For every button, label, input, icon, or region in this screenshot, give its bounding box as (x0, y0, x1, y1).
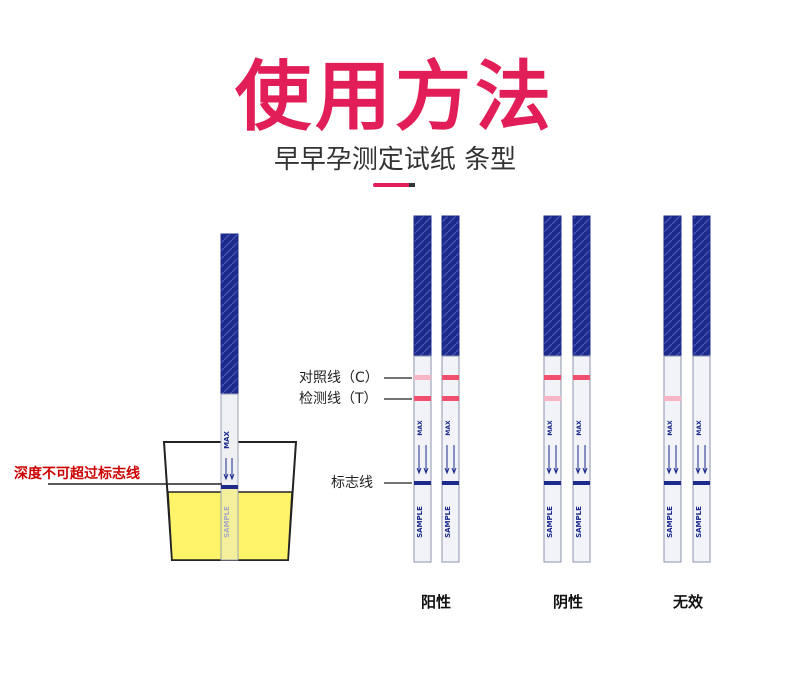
positive-strip-2: MAX SAMPLE (441, 215, 460, 563)
dipping-strip: MAX SAMPLE (220, 233, 239, 561)
invalid-strip-1: MAX SAMPLE (663, 215, 682, 563)
result-invalid-label: 无效 (672, 593, 703, 611)
sample-text: SAMPLE (666, 506, 674, 538)
result-negative-label: 阴性 (552, 593, 583, 611)
test-line (414, 396, 431, 401)
result-strips: MAX SAMPLE MAX SAMPLE MAX SAMPLE (413, 215, 711, 563)
mark-line (693, 481, 710, 485)
mark-line (573, 481, 590, 485)
test-line (442, 396, 459, 401)
max-text: MAX (667, 420, 674, 436)
max-text: MAX (417, 420, 424, 436)
title-accent-bar (373, 183, 415, 187)
sample-text: SAMPLE (575, 506, 583, 538)
mark-line-label: 标志线 (331, 475, 373, 491)
result-positive-label: 阳性 (420, 593, 451, 611)
control-line (414, 375, 431, 380)
invalid-strip-2: MAX SAMPLE (692, 215, 711, 563)
max-text: MAX (696, 420, 703, 436)
sample-text: SAMPLE (223, 506, 231, 538)
negative-strip-1: MAX SAMPLE (543, 215, 562, 563)
mark-line (414, 481, 431, 485)
title-accent-dot (409, 183, 415, 187)
page-subtitle: 早早孕测定试纸 条型 (273, 145, 517, 175)
control-line (573, 375, 590, 380)
control-line-label: 对照线（C） (299, 370, 379, 386)
positive-strip-1: MAX SAMPLE (413, 215, 432, 563)
test-line (544, 396, 561, 401)
max-text: MAX (576, 420, 583, 436)
max-text: MAX (223, 431, 231, 449)
mark-line (664, 481, 681, 485)
negative-strip-2: MAX SAMPLE (572, 215, 591, 563)
mark-line (221, 485, 238, 489)
control-line (544, 375, 561, 380)
sample-text: SAMPLE (695, 506, 703, 538)
max-text: MAX (445, 420, 452, 436)
page-title: 使用方法 (235, 52, 555, 141)
max-text: MAX (547, 420, 554, 436)
depth-warning-label: 深度不可超过标志线 (14, 466, 140, 482)
mark-line (544, 481, 561, 485)
test-line-label: 检测线（T） (299, 391, 378, 407)
sample-text: SAMPLE (416, 506, 424, 538)
sample-text: SAMPLE (444, 506, 452, 538)
test-line (664, 396, 681, 401)
arrow-down-icon (223, 458, 235, 481)
sample-text: SAMPLE (546, 506, 554, 538)
mark-line (442, 481, 459, 485)
control-line (442, 375, 459, 380)
